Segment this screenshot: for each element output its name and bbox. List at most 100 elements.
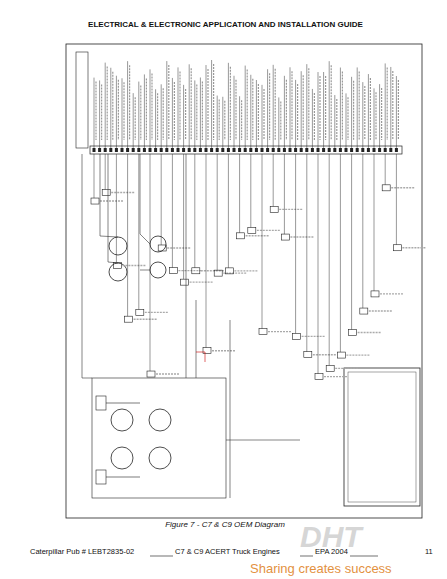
pin xyxy=(205,148,208,152)
text-trace xyxy=(157,93,158,140)
text-trace xyxy=(151,73,152,140)
connector xyxy=(393,245,401,251)
connector xyxy=(225,268,233,274)
text-trace xyxy=(118,80,119,140)
text-trace xyxy=(380,293,404,294)
connector xyxy=(349,329,357,335)
pin xyxy=(121,148,124,152)
diagram-frame xyxy=(66,44,422,518)
pin xyxy=(333,148,336,152)
pin xyxy=(233,148,236,152)
wire xyxy=(150,69,151,148)
pin xyxy=(126,148,129,152)
text-trace xyxy=(263,89,264,140)
text-trace xyxy=(370,78,371,140)
connector xyxy=(315,374,323,380)
pin xyxy=(311,148,314,152)
wire xyxy=(340,154,341,352)
pin xyxy=(255,148,258,152)
ecm-housing xyxy=(76,52,88,148)
wire xyxy=(116,76,117,148)
wire xyxy=(110,68,111,148)
text-trace xyxy=(246,235,270,236)
connector xyxy=(371,291,379,297)
wire xyxy=(140,154,141,234)
gauge-symbols xyxy=(109,236,171,469)
pin xyxy=(395,148,398,152)
text-trace xyxy=(291,71,292,140)
wire xyxy=(396,76,397,148)
pin xyxy=(378,148,381,152)
wire xyxy=(230,320,231,498)
connector xyxy=(360,308,368,314)
text-trace xyxy=(252,79,253,140)
pin xyxy=(300,148,303,152)
text-trace xyxy=(146,78,147,140)
pin xyxy=(289,148,292,152)
text-trace xyxy=(391,187,415,188)
wire xyxy=(138,154,139,309)
wire xyxy=(226,440,300,441)
wire xyxy=(374,154,375,291)
text-trace xyxy=(212,350,236,351)
wire xyxy=(94,154,95,198)
text-trace xyxy=(111,192,135,193)
pin xyxy=(216,148,219,152)
text-trace xyxy=(375,92,376,140)
text-trace xyxy=(402,247,426,248)
text-trace xyxy=(135,97,136,140)
wire xyxy=(318,72,319,148)
pin xyxy=(227,148,230,152)
watermark: Sharing creates success xyxy=(250,562,392,575)
pin xyxy=(266,148,269,152)
connector xyxy=(136,309,144,315)
text-trace xyxy=(202,81,203,140)
text-trace xyxy=(358,332,382,333)
text-trace xyxy=(163,88,164,140)
wire xyxy=(239,154,240,233)
wire xyxy=(172,78,173,148)
pin xyxy=(210,148,213,152)
wire xyxy=(138,82,139,148)
wire xyxy=(334,95,335,148)
connector xyxy=(337,352,345,358)
text-trace xyxy=(335,368,359,369)
text-trace xyxy=(178,270,202,271)
text-trace xyxy=(145,312,169,313)
text-trace xyxy=(123,82,124,140)
footer-rule xyxy=(350,556,378,557)
red-wire xyxy=(196,352,205,362)
wire xyxy=(172,154,173,268)
connector xyxy=(281,234,289,240)
wire xyxy=(82,378,92,379)
text-trace xyxy=(364,86,365,140)
pin xyxy=(171,148,174,152)
text-trace xyxy=(269,73,270,140)
pin xyxy=(137,148,140,152)
pin xyxy=(221,148,224,152)
wire xyxy=(196,300,197,378)
text-trace xyxy=(308,68,309,140)
pin xyxy=(165,148,168,152)
text-trace xyxy=(331,65,332,140)
wire xyxy=(346,93,347,148)
connector xyxy=(125,316,133,322)
pin xyxy=(109,148,112,152)
pin xyxy=(277,148,280,152)
text-trace xyxy=(286,80,287,140)
pin xyxy=(199,148,202,152)
pin xyxy=(356,148,359,152)
wire xyxy=(262,85,263,148)
wires xyxy=(82,60,426,556)
pin xyxy=(132,148,135,152)
text-trace xyxy=(213,64,214,140)
text-trace xyxy=(95,82,96,140)
wire xyxy=(140,234,150,244)
wire xyxy=(340,68,341,148)
pin xyxy=(345,148,348,152)
wire xyxy=(140,270,150,271)
wire xyxy=(357,67,358,148)
pin xyxy=(272,148,275,152)
text-trace xyxy=(107,67,108,140)
